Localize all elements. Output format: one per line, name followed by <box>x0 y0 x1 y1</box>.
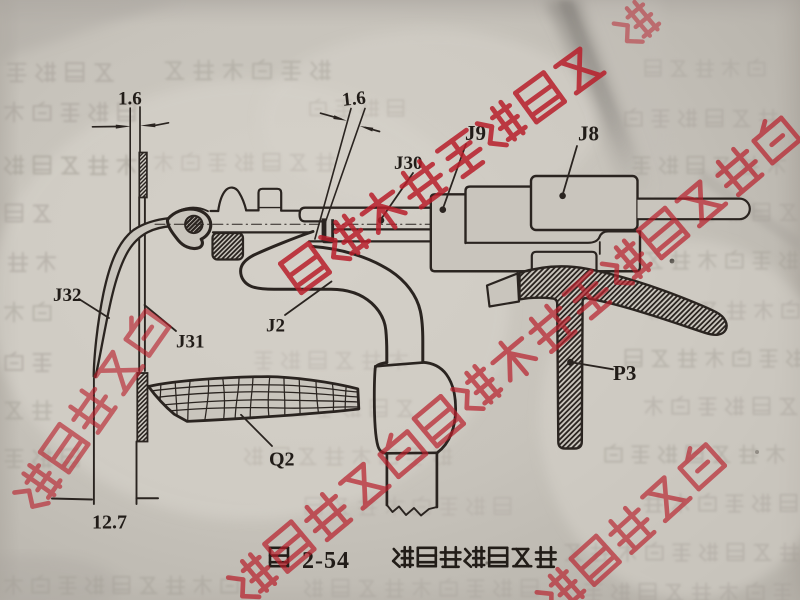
svg-text:J31: J31 <box>176 332 205 353</box>
svg-text:1.6: 1.6 <box>118 89 142 110</box>
svg-text:J30: J30 <box>394 153 423 174</box>
svg-text:Q2: Q2 <box>269 449 295 471</box>
svg-text:J9: J9 <box>465 121 486 145</box>
svg-text:1.6: 1.6 <box>341 88 367 111</box>
svg-text:J2: J2 <box>266 316 285 337</box>
svg-text:J8: J8 <box>578 122 599 146</box>
svg-text:12.7: 12.7 <box>92 512 127 534</box>
svg-text:P3: P3 <box>613 361 636 385</box>
svg-text:J32: J32 <box>53 285 82 306</box>
